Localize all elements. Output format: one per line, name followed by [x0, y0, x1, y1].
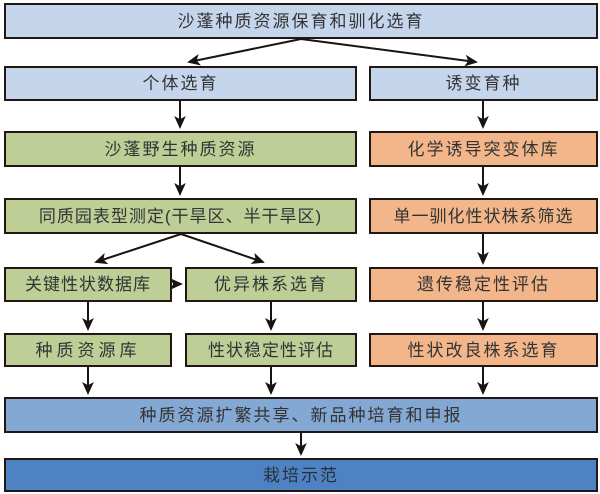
node-label: 同质园表型测定(干旱区、半干旱区) [38, 206, 323, 226]
node-label: 栽培示范 [263, 465, 339, 485]
node-label: 种质资源库 [35, 340, 141, 360]
node-label: 单一驯化性状株系筛选 [393, 206, 574, 226]
node-genetic-stability-evaluation: 遗传稳定性评估 [369, 267, 598, 302]
node-cultivation-demonstration: 栽培示范 [4, 458, 598, 492]
node-label: 优异株系选育 [214, 275, 328, 294]
node-germplasm-bank: 种质资源库 [4, 333, 172, 367]
node-common-garden-phenotyping: 同质园表型测定(干旱区、半干旱区) [4, 198, 357, 234]
node-trait-stability-evaluation: 性状稳定性评估 [185, 333, 357, 367]
node-label: 沙蓬种质资源保育和驯化选育 [177, 11, 425, 31]
node-label: 化学诱导突变体库 [407, 139, 560, 159]
node-single-trait-line-screening: 单一驯化性状株系筛选 [369, 198, 598, 234]
node-label: 种质资源扩繁共享、新品种培育和申报 [139, 405, 463, 425]
node-label: 遗传稳定性评估 [417, 275, 550, 294]
node-label: 诱变育种 [445, 74, 522, 93]
node-label: 性状稳定性评估 [208, 340, 334, 360]
node-wild-germplasm: 沙蓬野生种质资源 [4, 131, 357, 167]
node-individual-selection: 个体选育 [4, 66, 357, 101]
node-label: 个体选育 [142, 74, 219, 93]
node-root-conservation-breeding: 沙蓬种质资源保育和驯化选育 [4, 3, 598, 39]
node-label: 关键性状数据库 [25, 275, 151, 294]
node-propagation-sharing-application: 种质资源扩繁共享、新品种培育和申报 [4, 397, 598, 433]
node-label: 性状改良株系选育 [407, 340, 560, 360]
node-mutation-breeding: 诱变育种 [369, 66, 598, 101]
node-chemical-mutant-library: 化学诱导突变体库 [369, 131, 598, 167]
node-improved-line-selection: 性状改良株系选育 [369, 333, 598, 367]
node-key-trait-database: 关键性状数据库 [4, 267, 172, 302]
node-label: 沙蓬野生种质资源 [104, 139, 257, 159]
node-elite-line-selection: 优异株系选育 [185, 267, 357, 302]
